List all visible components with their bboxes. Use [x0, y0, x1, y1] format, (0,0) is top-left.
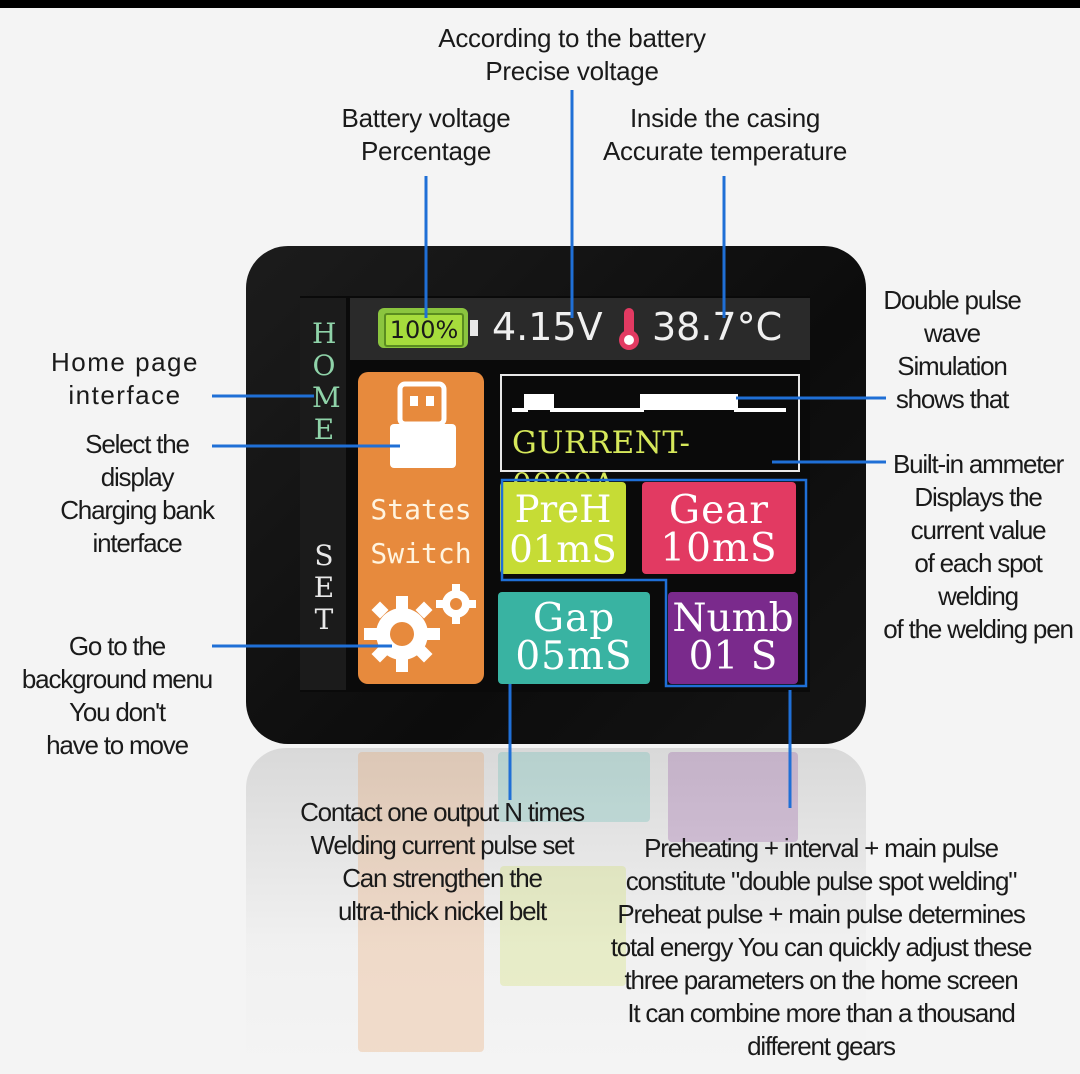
annotation-line: ultra-thick nickel belt: [338, 896, 547, 926]
waveform-panel: [500, 374, 800, 472]
annotation-line: Preheat pulse + main pulse determines: [617, 899, 1025, 929]
sidebar-home-letter: M: [312, 381, 341, 414]
annotation-line: Percentage: [361, 136, 491, 166]
numb-tile[interactable]: Numb 01 S: [668, 592, 798, 684]
sidebar-set-letter: E: [313, 571, 335, 604]
annotation-line: Displays the: [914, 482, 1042, 512]
sidebar-set-letter: S: [314, 539, 334, 572]
annotation-line: total energy You can quickly adjust thes…: [610, 932, 1033, 962]
temperature-readout: 38.7°C: [652, 305, 783, 349]
gap-label: Gap: [532, 596, 616, 641]
annotation-builtin-ammeter: Built-in ammeter Displays the current va…: [880, 448, 1076, 646]
annotation-line: Precise voltage: [485, 56, 659, 86]
annotation-select-display: Select the display Charging bank interfa…: [42, 428, 232, 560]
annotation-line: three parameters on the home screen: [624, 965, 1018, 995]
annotation-line: welding: [938, 581, 1019, 611]
annotation-line: interface: [92, 528, 183, 558]
annotation-line: shows that: [895, 384, 1009, 414]
gap-value: 05mS: [515, 634, 633, 679]
annotation-precise-voltage: According to the battery Precise voltage: [422, 22, 722, 88]
annotation-line: constitute "double pulse spot welding": [625, 866, 1018, 896]
numb-label: Numb: [672, 596, 794, 641]
reflection-numb-tile: [668, 752, 798, 842]
annotation-line: of the welding pen: [883, 614, 1074, 644]
annotation-line: Go to the: [68, 631, 166, 661]
switch-label-line: Switch: [370, 537, 472, 570]
states-switch-label: States Switch: [358, 488, 484, 576]
annotation-line: It can combine more than a thousand: [627, 998, 1015, 1028]
sidebar-set-label[interactable]: S E T: [312, 540, 336, 636]
gap-tile[interactable]: Gap 05mS: [498, 592, 650, 684]
annotation-double-pulse: Double pulse wave Simulation shows that: [872, 284, 1032, 416]
sidebar-home-letter: H: [312, 317, 337, 350]
reflection-preh-tile: [500, 866, 626, 986]
annotation-preheating: Preheating + interval + main pulse const…: [576, 832, 1066, 1063]
gear-label: Gear: [668, 488, 770, 533]
voltage-readout: 4.15V: [492, 305, 603, 349]
annotation-battery-percentage: Battery voltage Percentage: [326, 102, 526, 168]
annotation-line: Welding current pulse set: [310, 830, 575, 860]
annotation-line: current value: [910, 515, 1047, 545]
annotation-line: Inside the casing: [629, 103, 821, 133]
top-border: [0, 0, 1080, 8]
preheat-value: 01mS: [509, 528, 617, 571]
sidebar-home-label[interactable]: H O M E: [312, 317, 341, 446]
annotation-line: Can strengthen the: [342, 863, 543, 893]
annotation-casing-temperature: Inside the casing Accurate temperature: [590, 102, 860, 168]
reflection-states-tile: [358, 752, 484, 1052]
annotation-line: have to move: [46, 730, 189, 760]
annotation-line: display: [100, 462, 175, 492]
annotation-home-page: Home page interface: [30, 346, 220, 412]
preheat-tile[interactable]: PreH 01mS: [500, 482, 626, 574]
annotation-line: of each spot: [914, 548, 1042, 578]
annotation-background-menu: Go to the background menu You don't have…: [10, 630, 224, 762]
annotation-line: According to the battery: [438, 23, 706, 53]
sidebar-home-letter: O: [312, 349, 336, 382]
sidebar-set-letter: T: [314, 603, 334, 636]
device-reflection: [246, 748, 866, 1074]
numb-value: 01 S: [688, 634, 778, 679]
sidebar-home-letter: E: [313, 413, 335, 446]
annotation-line: Select the: [85, 429, 190, 459]
battery-tip: [470, 320, 478, 336]
annotation-line: interface: [68, 380, 182, 410]
annotation-contact-output: Contact one output N times Welding curre…: [272, 796, 612, 928]
annotation-line: Home page: [51, 347, 199, 377]
annotation-line: Preheating + interval + main pulse: [644, 833, 999, 863]
annotation-line: Double pulse: [883, 285, 1022, 315]
annotation-line: wave: [924, 318, 981, 348]
preheat-label: PreH: [514, 488, 612, 531]
annotation-line: Charging bank: [60, 495, 215, 525]
screen-sidebar: [300, 298, 346, 690]
gear-value: 10mS: [660, 526, 778, 571]
annotation-line: different gears: [747, 1031, 896, 1061]
states-label-line: States: [370, 493, 472, 526]
annotation-line: background menu: [21, 664, 213, 694]
reflection-gap-tile: [498, 752, 650, 822]
annotation-line: Battery voltage: [341, 103, 511, 133]
annotation-line: Built-in ammeter: [892, 449, 1064, 479]
gear-tile[interactable]: Gear 10mS: [642, 482, 796, 574]
battery-percent: 100%: [384, 313, 464, 347]
annotation-line: Accurate temperature: [602, 136, 847, 166]
annotation-line: Contact one output N times: [300, 797, 585, 827]
annotation-line: You don't: [69, 697, 166, 727]
annotation-line: Simulation: [897, 351, 1008, 381]
